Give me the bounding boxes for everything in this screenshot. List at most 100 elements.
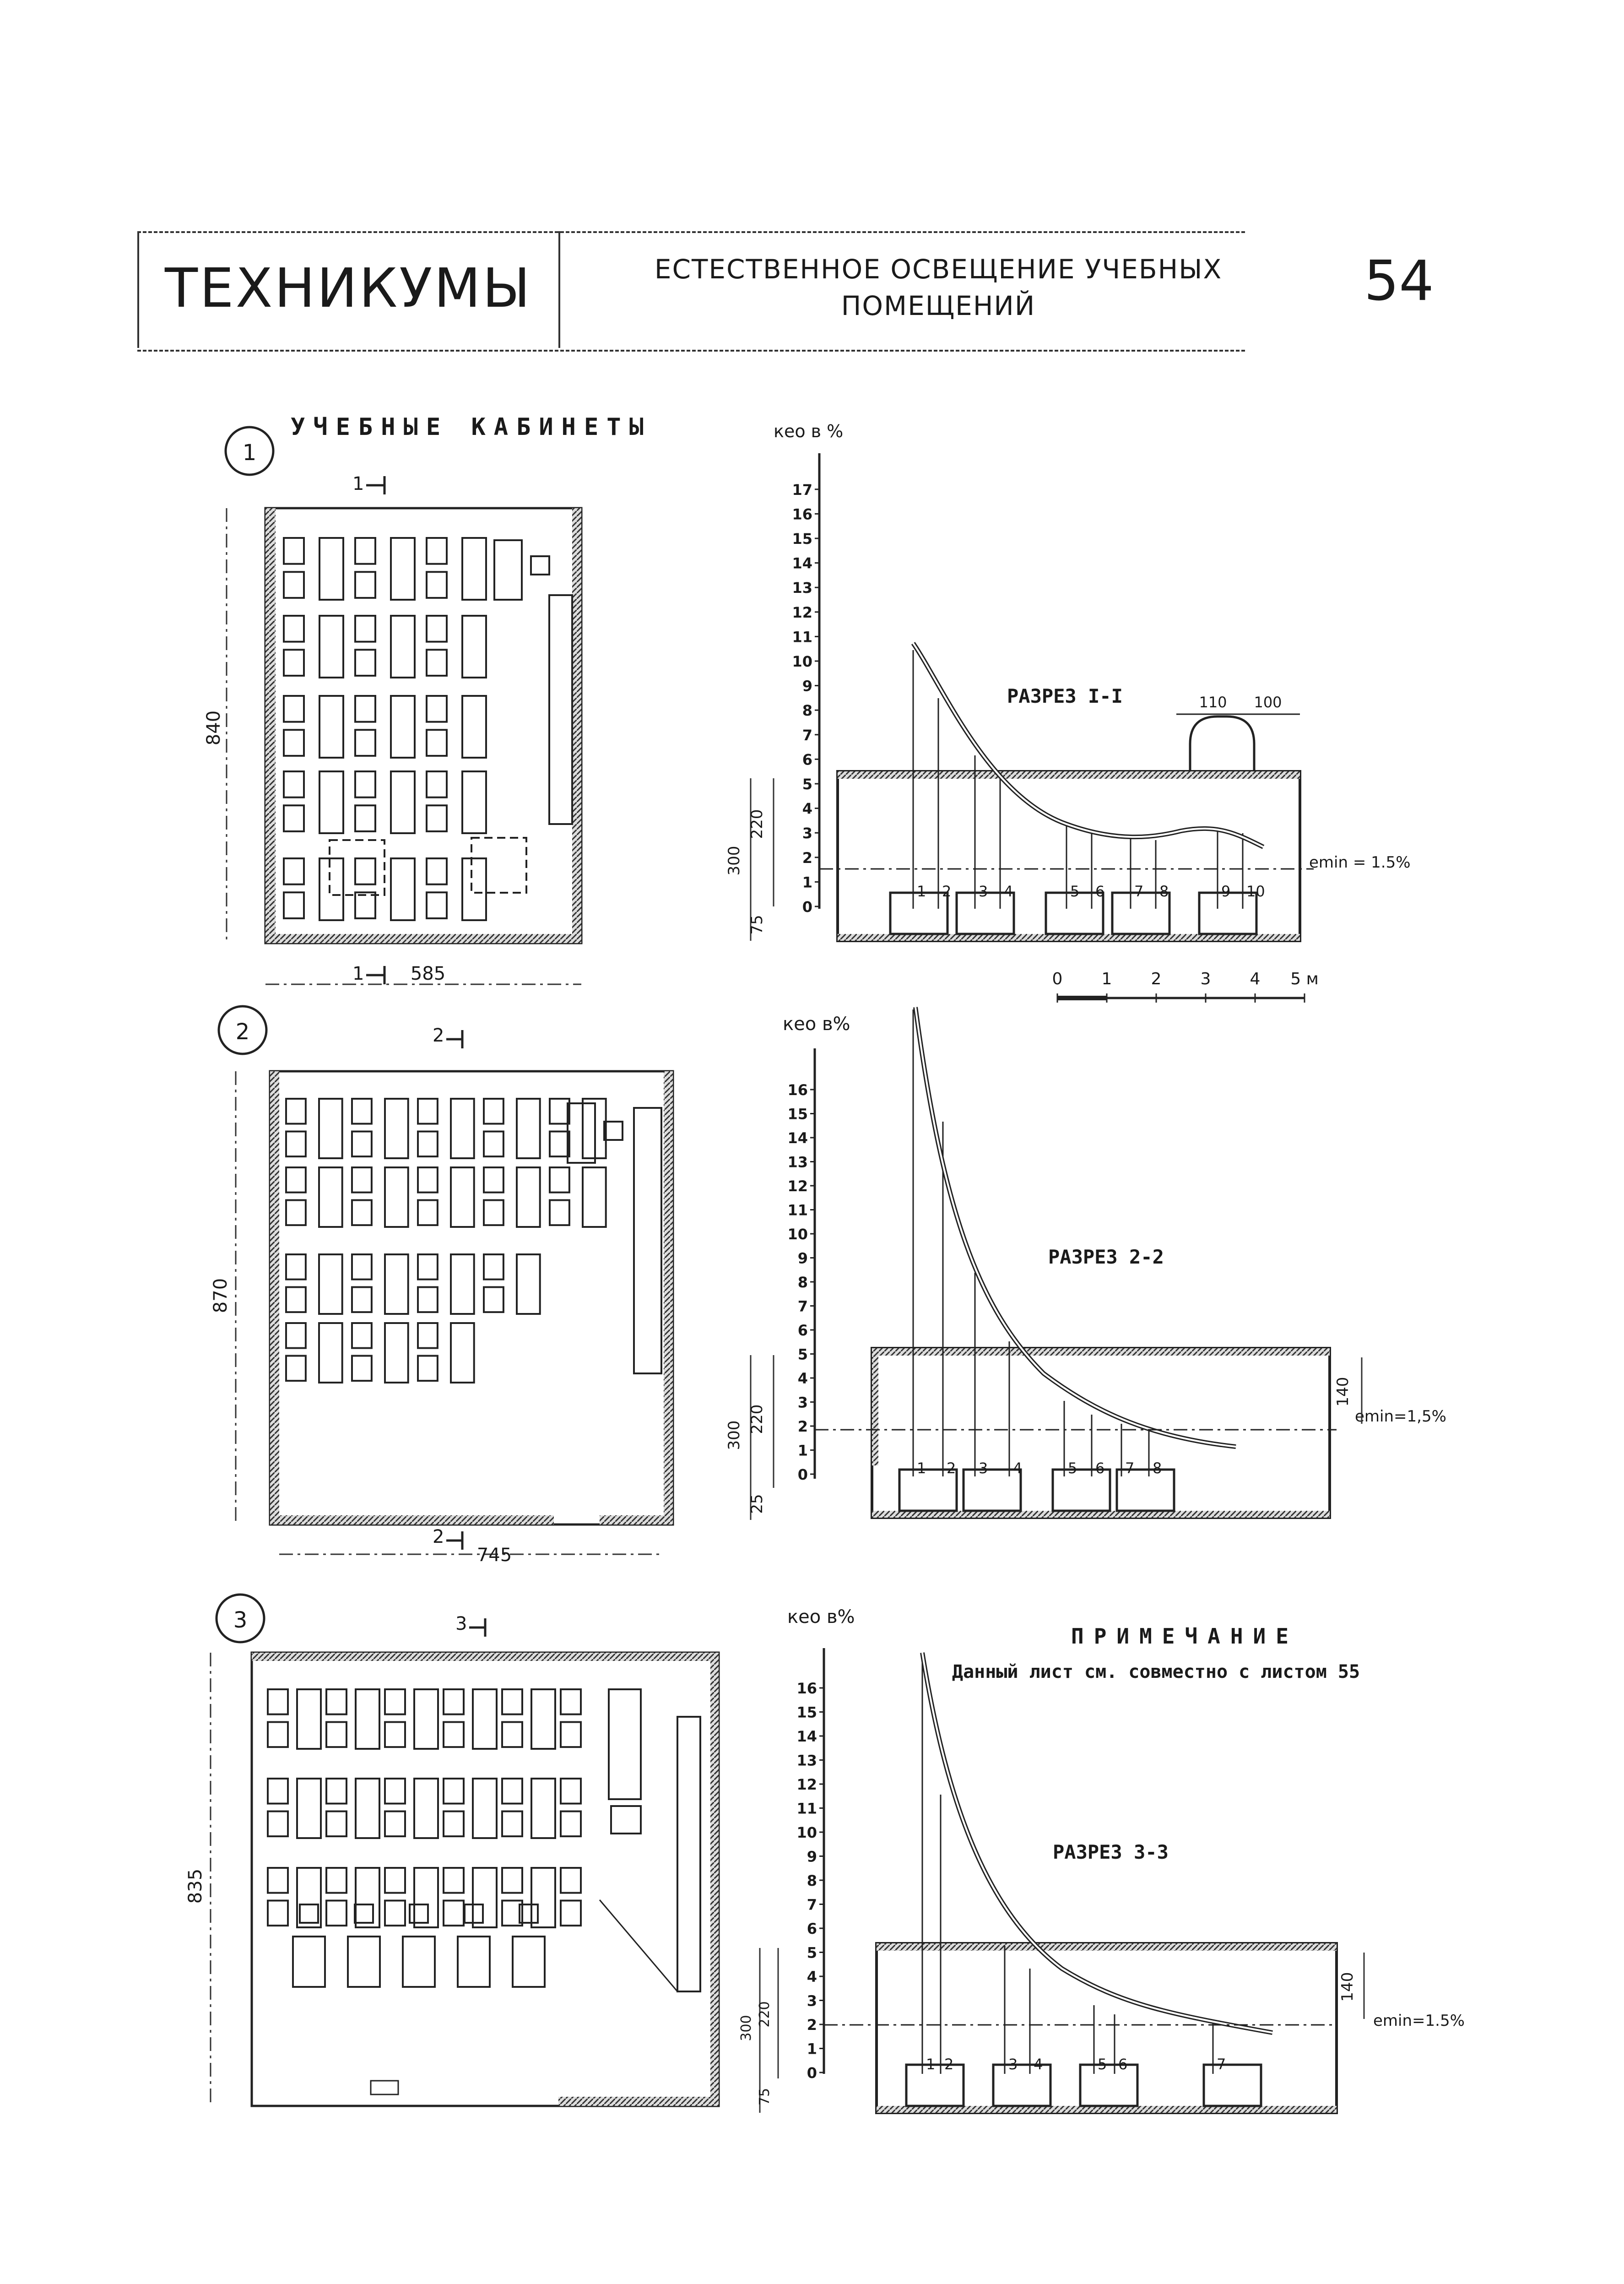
scale-label: 5 м bbox=[1290, 970, 1319, 988]
plan-2-desk bbox=[318, 1098, 343, 1159]
plan-3-chair bbox=[560, 1688, 582, 1715]
plan-1-cut-bottom: 1 bbox=[352, 963, 364, 984]
point-label: 3 bbox=[979, 1459, 988, 1477]
plan-1-desk bbox=[390, 615, 416, 678]
plan-2-desk bbox=[516, 1253, 541, 1315]
plan-3-desk bbox=[296, 1688, 322, 1750]
plan-3-desk bbox=[531, 1778, 556, 1839]
plan-2-wall-left bbox=[270, 1071, 279, 1524]
y-tick-label: 10 bbox=[792, 653, 812, 670]
section-2-2-roof bbox=[872, 1348, 1330, 1356]
point-label: 5 bbox=[1098, 2056, 1107, 2073]
point-label: 7 bbox=[1125, 1459, 1134, 1477]
plan-3-chair bbox=[384, 1721, 406, 1748]
y-tick-label: 0 bbox=[798, 1466, 808, 1483]
plan-2-chair bbox=[549, 1166, 570, 1194]
plan-3-desk bbox=[531, 1688, 556, 1750]
plan-1-chair bbox=[426, 857, 448, 885]
plan-2-wall-bottom-2 bbox=[600, 1515, 664, 1524]
plan-1-dashed-area-2 bbox=[329, 839, 385, 896]
plan-2-desk bbox=[516, 1166, 541, 1228]
skylight-dim-2: 100 bbox=[1254, 694, 1282, 711]
y-tick-label: 13 bbox=[796, 1752, 817, 1769]
plan-2-chair bbox=[549, 1130, 570, 1158]
plan-2-chair bbox=[549, 1098, 570, 1125]
plan-1-chair bbox=[426, 571, 448, 599]
plan-1-desk bbox=[461, 537, 487, 601]
plan-3-chair bbox=[267, 1810, 289, 1838]
point-label: 4 bbox=[1013, 1459, 1022, 1477]
plan-2-desk bbox=[384, 1322, 409, 1383]
section-desk bbox=[1079, 2063, 1139, 2107]
section-1-1-room bbox=[836, 770, 1301, 942]
y-tick-label: 16 bbox=[792, 505, 812, 523]
plan-1-chair bbox=[354, 804, 376, 832]
plan-2-chair bbox=[351, 1322, 373, 1349]
y-tick-label: 1 bbox=[807, 2040, 817, 2058]
plan-3-chair bbox=[501, 1899, 523, 1927]
chart-3-keo-curve bbox=[920, 1652, 1273, 2035]
point-label: 4 bbox=[1034, 2056, 1043, 2073]
plan-1-chair bbox=[426, 649, 448, 677]
scale-label: 3 bbox=[1201, 970, 1211, 988]
y-tick-label: 3 bbox=[802, 825, 812, 842]
dim3-220: 220 bbox=[757, 2001, 773, 2027]
plan-2-desk bbox=[318, 1166, 343, 1228]
plan-2-chair bbox=[285, 1166, 307, 1194]
plan-3-teacher-chair bbox=[610, 1805, 642, 1834]
chart-1-emin-label: emin = 1.5% bbox=[1309, 853, 1411, 872]
plan-1-desk bbox=[390, 770, 416, 834]
point-label: 2 bbox=[947, 1459, 956, 1477]
y-tick-label: 10 bbox=[787, 1226, 808, 1243]
plan-1-dashed-area bbox=[471, 837, 527, 894]
y-tick-label: 8 bbox=[798, 1274, 808, 1291]
plan-2-chair bbox=[285, 1322, 307, 1349]
plan-2-chair bbox=[483, 1286, 504, 1313]
plan-1-wall-left bbox=[265, 508, 276, 943]
section-desk bbox=[905, 2063, 965, 2107]
point-label: 2 bbox=[942, 883, 951, 900]
y-tick-label: 1 bbox=[798, 1442, 808, 1459]
dim2-300: 300 bbox=[725, 1421, 743, 1450]
plan-1-chair bbox=[354, 649, 376, 677]
plan-3-desk bbox=[347, 1936, 381, 1988]
plan-2-desk bbox=[450, 1322, 475, 1383]
y-tick-label: 11 bbox=[796, 1800, 817, 1817]
plan-1-chair bbox=[354, 615, 376, 643]
plan-1-desk bbox=[319, 770, 344, 834]
plan-2-chair bbox=[285, 1199, 307, 1226]
section-2-marker bbox=[217, 1005, 268, 1055]
plan-3-chair bbox=[443, 1899, 465, 1927]
section-2-2-floor bbox=[872, 1511, 1330, 1518]
plan-1-chair bbox=[354, 770, 376, 798]
section-1-title: РАЗРЕЗ I-I bbox=[1007, 685, 1123, 707]
plan-2-cut-bottom: 2 bbox=[433, 1526, 444, 1547]
plan-3-chair bbox=[560, 1867, 582, 1894]
plan-1-chair bbox=[283, 770, 305, 798]
dim-75: 75 bbox=[748, 915, 766, 934]
plan-1-cut-top: 1 bbox=[352, 473, 364, 494]
point-label: 1 bbox=[917, 883, 926, 900]
plan-2-desk bbox=[384, 1098, 409, 1159]
plan-1-desk bbox=[319, 537, 344, 601]
plan-3-board bbox=[677, 1716, 701, 1992]
plan-2-teacher-chair bbox=[603, 1121, 623, 1141]
plan-3-wall-top bbox=[252, 1653, 719, 1661]
plan-2-chair bbox=[351, 1130, 373, 1158]
plan-3-chair bbox=[443, 1867, 465, 1894]
plan-3-desk bbox=[512, 1936, 546, 1988]
y-tick-label: 7 bbox=[798, 1298, 808, 1315]
plan-3: 835 3 bbox=[185, 1613, 720, 2107]
plan-3-chair bbox=[560, 1778, 582, 1805]
plan-1-chair bbox=[283, 729, 305, 757]
plan-1-chair bbox=[283, 571, 305, 599]
plan-1-desk bbox=[461, 857, 487, 921]
point-label: 7 bbox=[1217, 2056, 1226, 2073]
point-label: 8 bbox=[1153, 1459, 1162, 1477]
y-tick-label: 5 bbox=[798, 1346, 808, 1363]
section-3-marker bbox=[215, 1593, 265, 1644]
plan-1-chair bbox=[354, 729, 376, 757]
